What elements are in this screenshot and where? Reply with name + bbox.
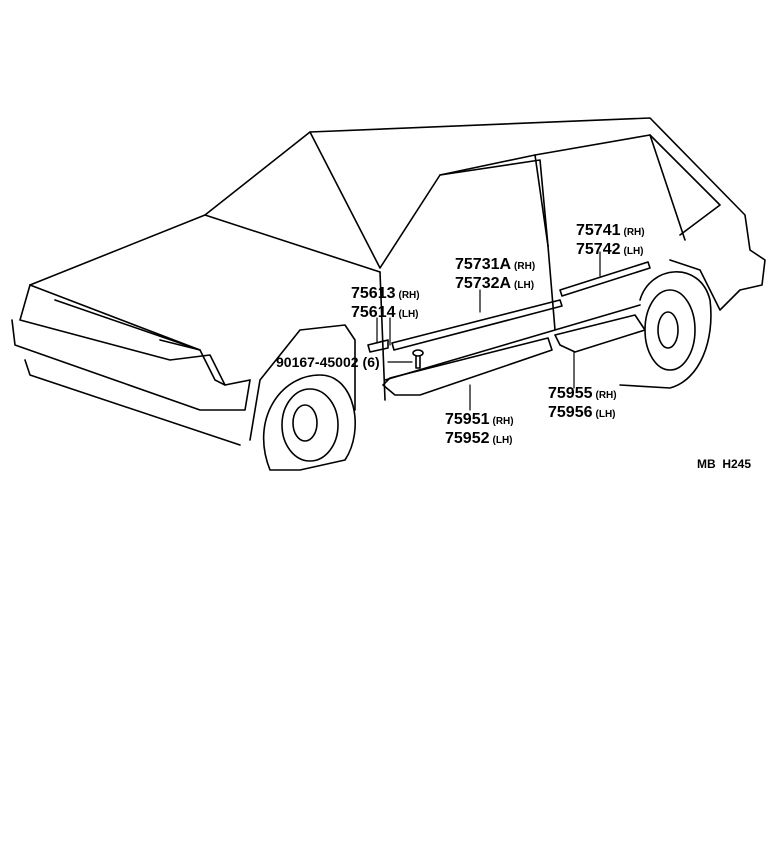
part-label-75955: 75955(RH) 75956(LH) bbox=[548, 385, 617, 421]
part-label-75951: 75951(RH) 75952(LH) bbox=[445, 411, 514, 447]
part-label-90167-45002: 90167-45002(6) bbox=[276, 354, 380, 370]
part-label-75613: 75613(RH) 75614(LH) bbox=[351, 285, 420, 321]
part-label-75741: 75741(RH) 75742(LH) bbox=[576, 222, 645, 258]
screw-icon bbox=[412, 349, 424, 369]
leader-lines bbox=[376, 251, 601, 411]
car-body-outline bbox=[11, 117, 766, 471]
moldings bbox=[367, 261, 651, 396]
part-label-75731a: 75731A(RH) 75732A(LH) bbox=[455, 256, 536, 292]
diagram-code: MB H245 bbox=[697, 457, 752, 471]
